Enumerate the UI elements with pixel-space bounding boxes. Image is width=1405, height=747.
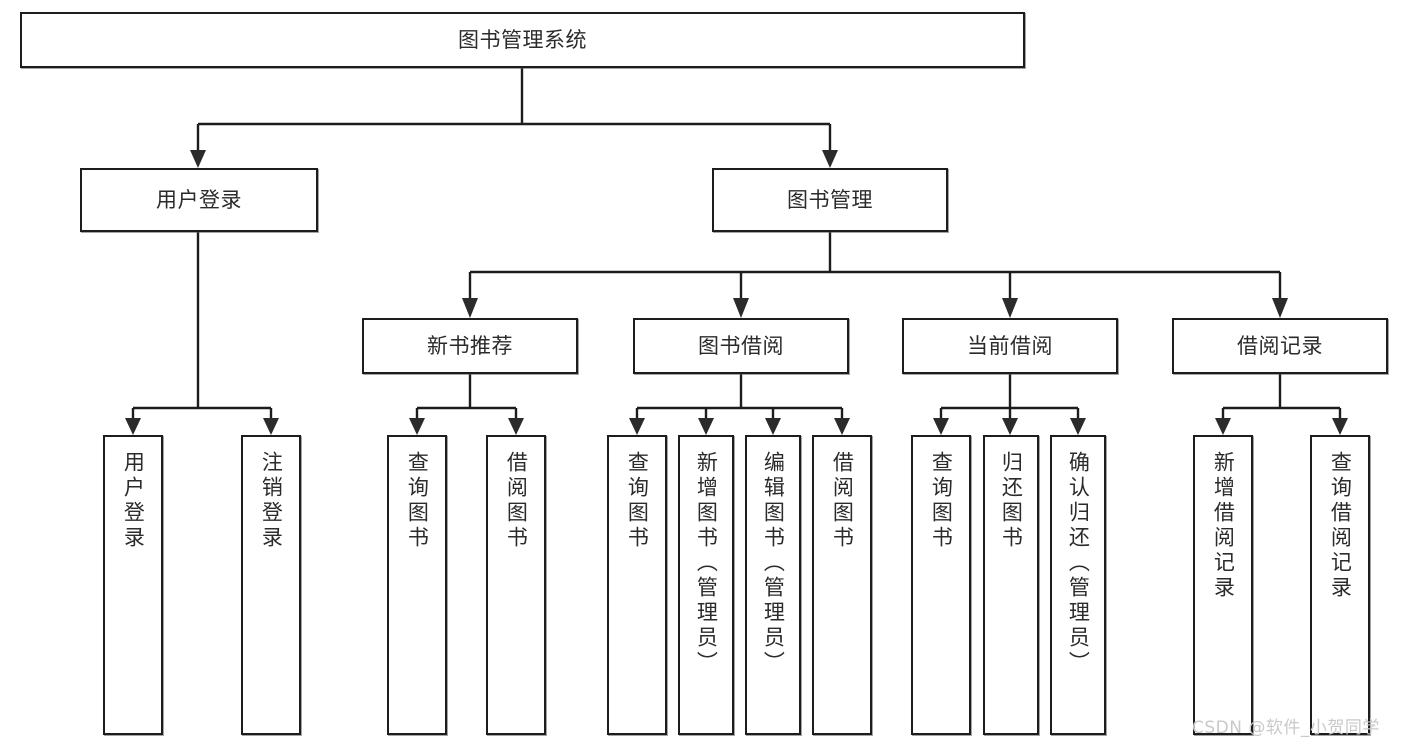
node-label: 借阅图书: [830, 451, 855, 551]
node-root-system[interactable]: 图书管理系统: [20, 12, 1025, 68]
node-book-management[interactable]: 图书管理: [712, 168, 948, 232]
leaf-borrow-book-recommend[interactable]: 借阅图书: [486, 435, 546, 735]
node-label: 确认归还（管理员）: [1066, 451, 1091, 676]
node-label: 用户登录: [156, 187, 242, 212]
node-label: 查询图书: [929, 451, 954, 551]
leaf-borrow-book[interactable]: 借阅图书: [812, 435, 872, 735]
node-label: 借阅记录: [1237, 333, 1323, 358]
leaf-query-book-recommend[interactable]: 查询图书: [387, 435, 447, 735]
node-label: 图书管理: [787, 187, 873, 212]
leaf-query-borrow-record[interactable]: 查询借阅记录: [1310, 435, 1370, 735]
leaf-edit-book-admin[interactable]: 编辑图书（管理员）: [745, 435, 801, 735]
node-label: 查询图书: [405, 451, 430, 551]
node-label: 当前借阅: [967, 333, 1053, 358]
leaf-confirm-return-admin[interactable]: 确认归还（管理员）: [1050, 435, 1106, 735]
leaf-return-book[interactable]: 归还图书: [983, 435, 1039, 735]
node-label: 查询借阅记录: [1328, 451, 1353, 601]
leaf-query-book-current[interactable]: 查询图书: [911, 435, 971, 735]
node-label: 归还图书: [999, 451, 1024, 551]
node-label: 新增借阅记录: [1211, 451, 1236, 601]
node-label: 借阅图书: [504, 451, 529, 551]
node-user-login[interactable]: 用户登录: [80, 168, 318, 232]
leaf-query-book-borrow[interactable]: 查询图书: [607, 435, 667, 735]
node-label: 图书借阅: [698, 333, 784, 358]
node-new-book-recommend[interactable]: 新书推荐: [362, 318, 578, 374]
node-label: 新书推荐: [427, 333, 513, 358]
leaf-logout[interactable]: 注销登录: [241, 435, 301, 735]
node-label: 查询图书: [625, 451, 650, 551]
node-label: 用户登录: [121, 451, 146, 551]
node-label: 编辑图书（管理员）: [761, 451, 786, 676]
leaf-add-book-admin[interactable]: 新增图书（管理员）: [678, 435, 734, 735]
leaf-user-login[interactable]: 用户登录: [103, 435, 163, 735]
leaf-add-borrow-record[interactable]: 新增借阅记录: [1193, 435, 1253, 735]
node-current-borrow[interactable]: 当前借阅: [902, 318, 1118, 374]
node-borrow-record[interactable]: 借阅记录: [1172, 318, 1388, 374]
watermark: CSDN @软件_小贺同学: [1192, 718, 1380, 738]
node-label: 图书管理系统: [458, 27, 587, 52]
node-label: 注销登录: [259, 451, 284, 551]
node-label: 新增图书（管理员）: [694, 451, 719, 676]
node-book-borrow[interactable]: 图书借阅: [633, 318, 849, 374]
